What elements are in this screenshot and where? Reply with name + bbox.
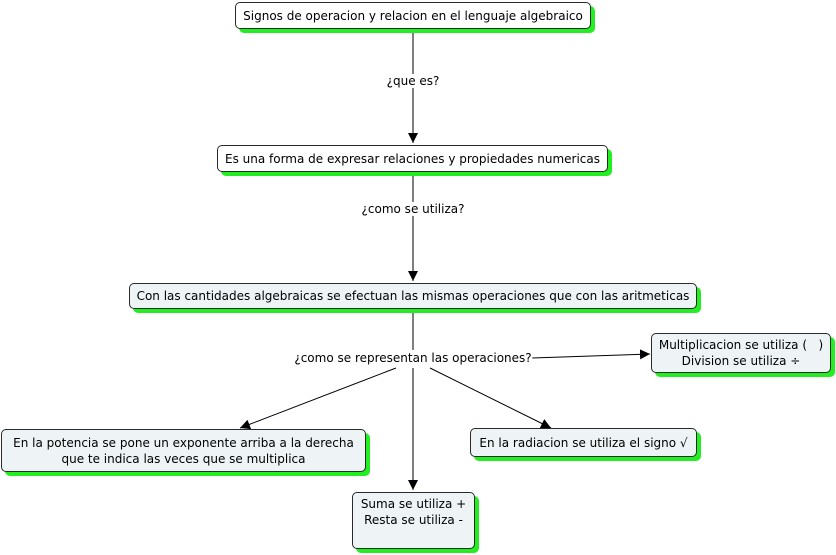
root-node-text: Signos de operacion y relacion en el len… — [243, 8, 583, 23]
radiacion-node[interactable]: En la radiacion se utiliza el signo √ — [470, 428, 697, 457]
definition-node[interactable]: Es una forma de expresar relaciones y pr… — [217, 145, 608, 172]
connector-label-potencia — [239, 367, 397, 430]
connector-label-multdiv — [531, 349, 651, 360]
div-text: Division se utiliza ÷ — [681, 354, 801, 368]
operations-node-text: Con las cantidades algebraicas se efectu… — [136, 289, 690, 303]
link-label-que-es: ¿que es? — [385, 74, 441, 88]
link-label-como-utiliza: ¿como se utiliza? — [360, 202, 466, 216]
link-label-como-representan: ¿como se representan las operaciones? — [293, 351, 533, 365]
mult-div-node[interactable]: Multiplicacion se utiliza ( ) Division s… — [651, 333, 831, 373]
radiacion-text: En la radiacion se utiliza el signo √ — [479, 435, 688, 450]
suma-resta-node[interactable]: Suma se utiliza + Resta se utiliza - — [352, 492, 475, 549]
connector-label-radiacion — [429, 367, 552, 429]
mult-text: Multiplicacion se utiliza ( ) — [658, 338, 824, 352]
definition-node-text: Es una forma de expresar relaciones y pr… — [224, 151, 601, 166]
potencia-node[interactable]: En la potencia se pone un exponente arri… — [1, 429, 366, 472]
root-node[interactable]: Signos de operacion y relacion en el len… — [235, 2, 591, 29]
suma-text: Suma se utiliza + — [360, 497, 467, 511]
potencia-text-line1: En la potencia se pone un exponente arri… — [13, 435, 354, 450]
resta-text: Resta se utiliza - — [364, 513, 463, 527]
potencia-text-line2: que te indica las veces que se multiplic… — [61, 451, 306, 466]
operations-node[interactable]: Con las cantidades algebraicas se efectu… — [129, 283, 697, 309]
